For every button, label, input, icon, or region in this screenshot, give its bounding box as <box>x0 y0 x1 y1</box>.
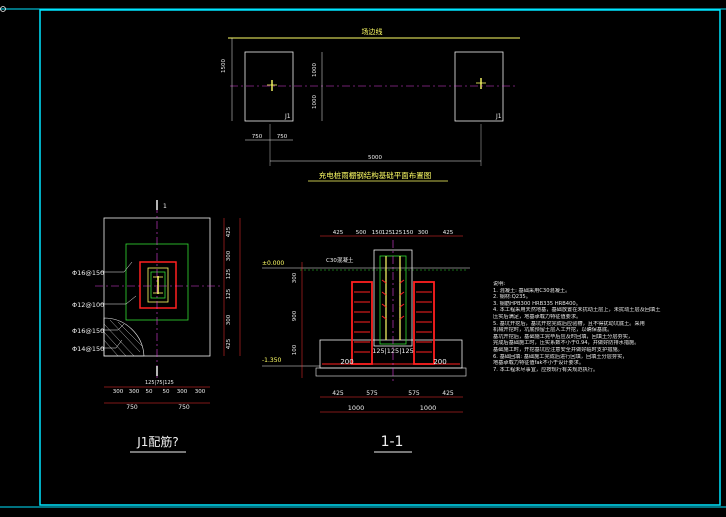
j1-small-note: 125|75|125 <box>145 380 174 386</box>
note-line: 基坑开挖后，基础施工完毕后应及时回填，回填土分层夯实， <box>493 333 634 340</box>
note-line: 6. 基础回填: 基础施工完成后进行回填，回填土分层夯实， <box>493 353 628 360</box>
sec-left-dim-3: 100 <box>292 344 298 355</box>
pier-outline <box>373 249 413 347</box>
j1-bottom-dim-6: 300 <box>195 389 206 395</box>
leader-1 <box>100 261 133 273</box>
j1-bottom-dim-4: 50 <box>163 389 170 395</box>
note-line: 压实后满足，地基承载力特征值要求。 <box>493 313 582 320</box>
sec-left-dim-1: 300 <box>292 272 298 283</box>
drawing-frame <box>39 9 721 506</box>
j1-right-dim-2: 300 <box>226 250 232 261</box>
j1-pier-outline <box>139 261 177 309</box>
leader-4 <box>100 339 123 349</box>
sec-bottom-dim-4: 425 <box>442 390 454 397</box>
leader-3 <box>100 323 125 331</box>
sec-top-dim-1: 425 <box>333 230 344 236</box>
tag-j1-left: J1 <box>284 113 291 120</box>
foundation-plan: 场边线 J1 J1 1500 1000 1000 750 750 5000 充电… <box>221 27 520 182</box>
note-line: 5. 基坑开挖后，基坑开挖完成后应验槽，且不得扰动坑底土。采用 <box>493 320 645 327</box>
j1-bottom-dim-5: 300 <box>177 389 188 395</box>
sec-top-dim-2: 500 <box>356 230 367 236</box>
sec-bottom-1000-b: 1000 <box>420 404 437 412</box>
sheet-corner-marker <box>0 6 6 12</box>
sec-bottom-dim-3: 575 <box>408 390 420 397</box>
j1-bottom-750-a: 750 <box>126 404 138 411</box>
rebar-ties-right <box>416 291 432 353</box>
sec-top-dim-8: 425 <box>443 230 454 236</box>
j1-right-dim-1: 425 <box>226 226 232 237</box>
rebar-cage-left <box>351 281 373 365</box>
j1-right-dim-6: 425 <box>226 338 232 349</box>
elev-bottom: -1.350 <box>262 357 282 364</box>
base-dim-left: 200 <box>340 358 353 366</box>
dim-1500: 1500 <box>221 59 227 73</box>
note-line: 完成后基础施工时，压实系数不小于0.94，并做好防排水措施。 <box>493 340 640 347</box>
dim-5000: 5000 <box>368 155 382 161</box>
rebar-label-3: Φ16@150 <box>72 327 104 335</box>
section-mark-top: 1 <box>163 203 167 210</box>
rebar-label-2: Φ12@100 <box>72 301 104 309</box>
base-pad <box>315 367 467 377</box>
sec-top-dim-7: 300 <box>418 230 429 236</box>
sec-bottom-dim-2: 575 <box>366 390 378 397</box>
pier-mid-label: 125|125|125 <box>372 347 414 355</box>
pier-hooks <box>381 279 405 320</box>
sec-bottom-dim-1: 425 <box>332 390 344 397</box>
j1-rebar-plan: 1 Φ16@150 Φ12@100 Φ16@150 Φ14@150 425 30… <box>72 200 241 453</box>
j1-pier-inner <box>147 267 169 303</box>
dim-750-a: 750 <box>252 134 263 140</box>
j1-bottom-dim-2: 300 <box>129 389 140 395</box>
rebar-label-1: Φ16@150 <box>72 269 104 277</box>
section-title: 1-1 <box>381 434 404 450</box>
j1-right-dim-3: 125 <box>226 268 232 279</box>
note-line: 2. 钢材:Q235。 <box>493 294 531 301</box>
j1-bottom-dim-3: 50 <box>146 389 153 395</box>
dim-750-b: 750 <box>277 134 288 140</box>
column-note: C30混凝土 <box>326 256 354 264</box>
note-line: 说明: <box>493 281 506 287</box>
rebar-ties-left <box>354 291 370 353</box>
pier-anchors <box>385 256 401 340</box>
sec-top-dim-5: 125 <box>392 230 403 236</box>
sec-left-dim-2: 900 <box>292 310 298 321</box>
note-line: 3. 钢筋HPB300 HRB335 HRB400。 <box>493 300 581 307</box>
rebar-cage-right <box>413 281 435 365</box>
note-line: 4. 本工程采用天然地基，基础放置在未扰动土层上，未扰动土层及回填土 <box>493 307 661 314</box>
plan-title: 充电桩雨棚钢结构基础平面布置图 <box>319 170 432 180</box>
j1-rebar-hatch <box>103 317 145 357</box>
j1-title: J1配筋? <box>136 434 179 449</box>
rebar-label-4: Φ14@150 <box>72 345 104 353</box>
elev-top: ±0.000 <box>262 260 284 267</box>
j1-right-dim-5: 300 <box>226 314 232 325</box>
footing-j1-right <box>454 51 504 122</box>
sec-bottom-1000-a: 1000 <box>348 404 365 412</box>
leader-2 <box>100 295 137 305</box>
sec-top-dim-3: 150 <box>372 230 383 236</box>
note-line: 基础施工时，开挖基坑应注意安全并做好临时支护措施。 <box>493 346 623 353</box>
note-line: 机械开挖时，坑底预留土层人工开挖，以确保基底。 <box>493 327 613 334</box>
j1-bottom-dim-1: 300 <box>113 389 124 395</box>
sec-top-dim-6: 150 <box>403 230 414 236</box>
footing-j1-left <box>244 51 294 122</box>
note-line: 1. 混凝土: 基础采用C30混凝土。 <box>493 287 571 294</box>
j1-bottom-750-b: 750 <box>178 404 190 411</box>
tag-j1-right: J1 <box>495 113 502 120</box>
j1-pier-core <box>150 271 166 299</box>
site-edge-label: 场边线 <box>362 27 383 36</box>
base-dim-right: 200 <box>433 358 446 366</box>
dim-1000-bottom: 1000 <box>312 95 318 109</box>
note-line: 地基承载力特征值fak不小于设计要求。 <box>493 360 585 367</box>
section-1-1: 425 500 150 125 125 150 300 425 ±0.000 C… <box>262 230 470 453</box>
sec-top-dim-4: 125 <box>382 230 393 236</box>
j1-right-dim-4: 125 <box>226 288 232 299</box>
note-line: 7. 本工程未尽事宜，应按现行有关规范执行。 <box>493 366 599 373</box>
j1-rebar-hatch-lines <box>103 319 143 357</box>
dim-1000-top: 1000 <box>312 63 318 77</box>
design-notes: 说明: 1. 混凝土: 基础采用C30混凝土。 2. 钢材:Q235。 3. 钢… <box>493 281 721 373</box>
